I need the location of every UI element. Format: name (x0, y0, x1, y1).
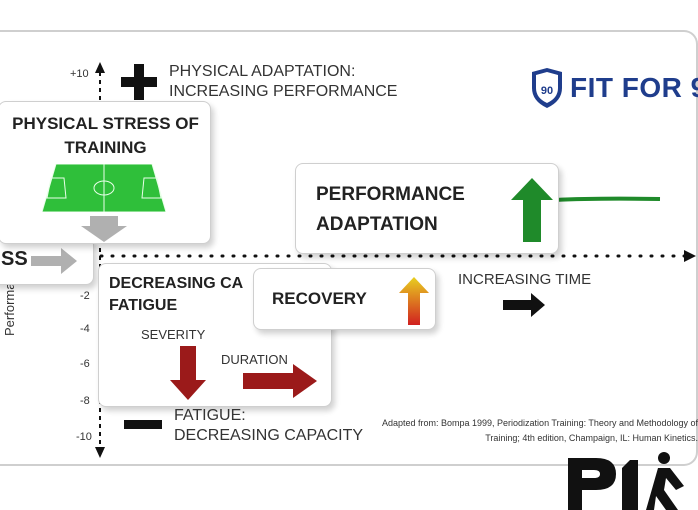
physical-stress-card: PHYSICAL STRESS OF TRAINING (0, 101, 211, 244)
arrow-right-icon (31, 248, 77, 274)
performance-line2: ADAPTATION (316, 214, 438, 235)
recovery-card: RECOVERY (253, 268, 436, 330)
recovery-arrow-up-icon (399, 277, 429, 325)
performance-card: PERFORMANCE ADAPTATION (295, 163, 559, 254)
performance-line (555, 196, 661, 202)
minus-icon (124, 420, 162, 429)
performance-title: PERFORMANCE ADAPTATION (316, 180, 465, 240)
duration-arrow-icon (243, 364, 317, 398)
legend-adaptation-line1: PHYSICAL ADAPTATION: (169, 63, 356, 80)
citation: Adapted from: Bompa 1999, Periodization … (380, 416, 698, 446)
stress-partial-label: SS (1, 248, 28, 270)
severity-arrow-icon (170, 346, 206, 400)
fatigue-line2: FATIGUE (109, 297, 178, 314)
fatigue-line1: DECREASING CA (109, 275, 244, 292)
axis-arrow-down-icon (95, 447, 105, 458)
duration-label: DURATION (221, 352, 288, 367)
legend-adaptation-line2: INCREASING PERFORMANCE (169, 83, 398, 100)
logo-text: FIT FOR 90 (570, 72, 698, 103)
performance-arrow-up-icon (511, 178, 553, 242)
recovery-label: RECOVERY (272, 289, 367, 308)
tick-minus-10: -10 (76, 431, 92, 443)
legend-adaptation: PHYSICAL ADAPTATION: INCREASING PERFORMA… (169, 62, 397, 102)
arrow-down-icon (81, 216, 127, 242)
fatigue-title: DECREASING CA FATIGUE (109, 273, 243, 317)
time-axis (90, 250, 696, 262)
physical-stress-line2: TRAINING (64, 138, 147, 157)
tick-minus-4: -4 (80, 323, 90, 335)
physical-stress-line1: PHYSICAL STRESS OF (12, 114, 199, 133)
increasing-time-label: INCREASING TIME (458, 271, 592, 288)
watermark-logo (568, 452, 684, 510)
time-arrow-icon (684, 250, 696, 262)
citation-line1: Adapted from: Bompa 1999, Periodization … (381, 418, 698, 428)
citation-line2: Training; 4th edition, Champaign, IL: Hu… (485, 433, 698, 443)
plus-icon (121, 64, 157, 100)
axis-arrow-up-icon (95, 62, 105, 73)
logo-badge-text: 90 (541, 85, 553, 97)
physical-stress-title: PHYSICAL STRESS OF TRAINING (0, 112, 212, 160)
legend-fatigue-line1: FATIGUE: (174, 407, 246, 424)
tick-minus-8: -8 (80, 395, 90, 407)
legend-fatigue-line2: DECREASING CAPACITY (174, 427, 364, 444)
tick-plus-10: +10 (70, 68, 89, 80)
tick-minus-6: -6 (80, 358, 90, 370)
time-arrow-right-icon (503, 293, 545, 317)
legend-fatigue: FATIGUE: DECREASING CAPACITY (174, 406, 363, 446)
shield-icon: 90 (532, 68, 562, 108)
stress-partial-card: SS (0, 237, 94, 285)
performance-line1: PERFORMANCE (316, 184, 465, 205)
football-pitch-icon (42, 164, 166, 212)
severity-label: SEVERITY (141, 327, 206, 342)
tick-minus-2: -2 (80, 290, 90, 302)
